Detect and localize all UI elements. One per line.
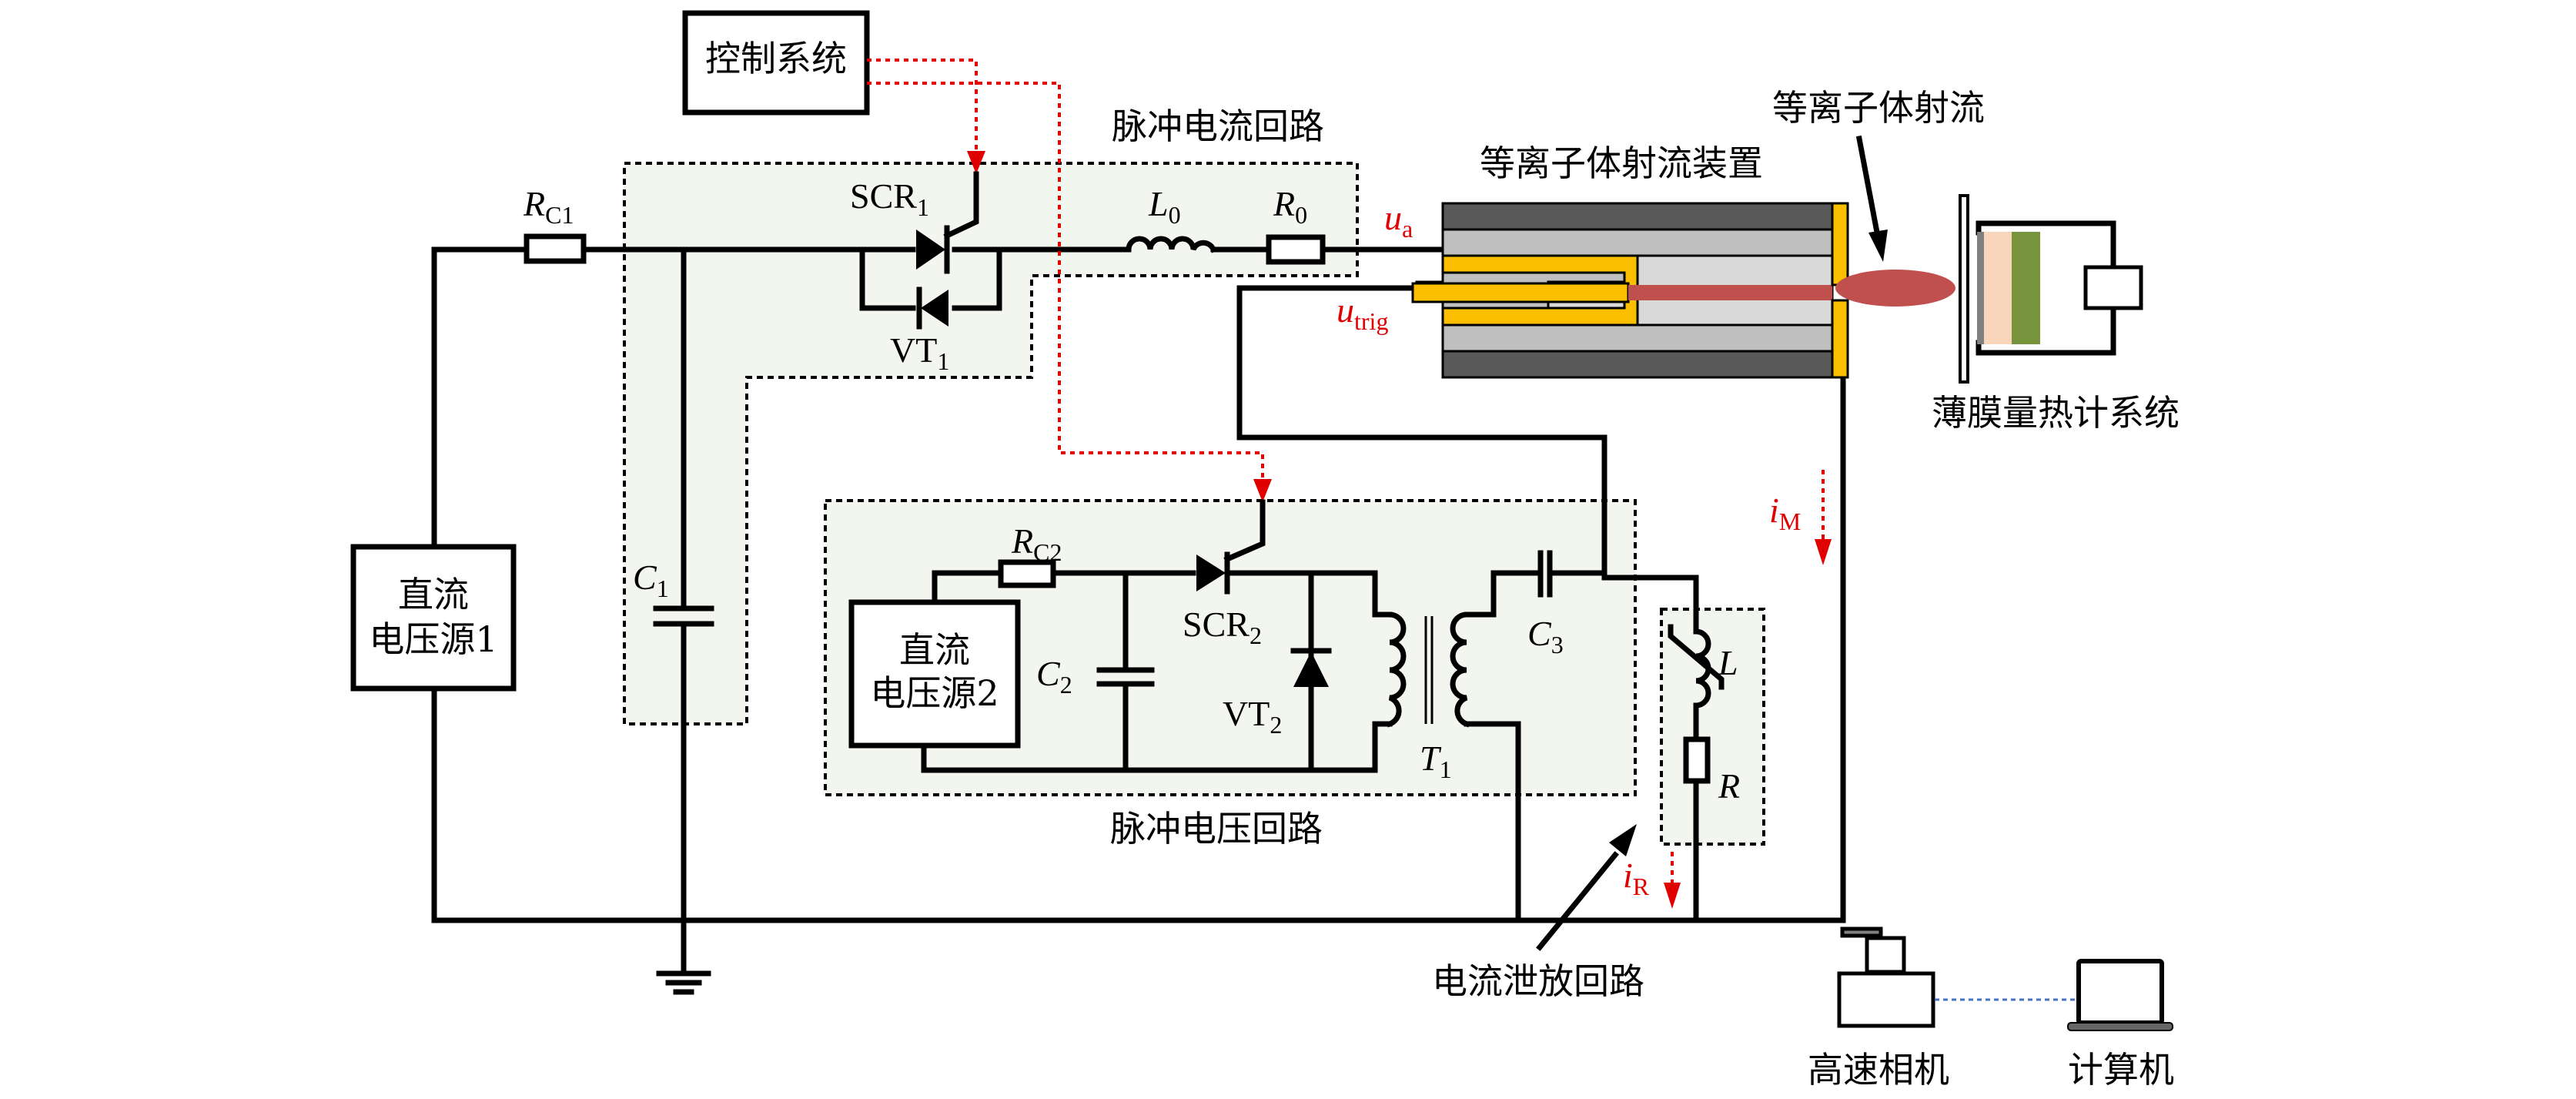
wires (431, 246, 1846, 975)
plasma-jet-pointer-arrow (1855, 135, 1888, 262)
control-arrow-scr2 (1253, 479, 1272, 502)
capacitor-c3 (1537, 550, 1553, 598)
current-bleed-pointer-arrow (1536, 824, 1637, 951)
label-c2: C2 (1036, 654, 1072, 699)
thyristor-scr1 (916, 171, 979, 274)
dc-source-2-label-line1: 直流 (899, 629, 970, 671)
high-speed-camera-label: 高速相机 (1808, 1049, 1949, 1091)
label-ir: iR (1623, 856, 1650, 900)
computer-icon (2067, 959, 2173, 1031)
label-vt2: VT2 (1223, 694, 1282, 739)
label-utrig: utrig (1337, 290, 1388, 335)
dc-source-2-label-line2: 电压源2 (870, 672, 999, 714)
control-line-scr2 (867, 82, 1264, 485)
label-rc1: RC1 (523, 184, 574, 229)
label-rc2: RC2 (1011, 521, 1062, 566)
capacitor-c1 (653, 605, 714, 627)
im-arrowhead (1815, 539, 1832, 565)
label-im: iM (1769, 491, 1801, 535)
pulse-current-loop-region (623, 162, 1359, 725)
current-bleed-loop-label: 电流泄放回路 (1432, 960, 1644, 1002)
label-scr2: SCR2 (1183, 605, 1262, 649)
plasma-jet-label: 等离子体射流 (1772, 87, 1985, 129)
pulse-voltage-loop-label: 脉冲电压回路 (1110, 808, 1323, 849)
label-r0: R0 (1273, 184, 1307, 229)
current-bleed-loop-region (1660, 608, 1765, 846)
control-arrow-scr1 (967, 151, 985, 174)
dc-source-1-label-line1: 直流 (398, 574, 469, 615)
plasma-plume (1835, 270, 1955, 307)
thin-film-calorimeter-label: 薄膜量热计系统 (1932, 392, 2180, 434)
capacitor-c2 (1096, 667, 1155, 687)
label-l0: L0 (1148, 184, 1181, 229)
dc-source-2-box (848, 599, 1021, 749)
plasma-jet-device-label: 等离子体射流装置 (1480, 142, 1763, 184)
high-speed-camera-icon (1837, 926, 1935, 1028)
ground-symbol (656, 970, 711, 995)
computer-label: 计算机 (2068, 1049, 2174, 1091)
diode-vt1 (916, 286, 948, 330)
transformer-t1 (1386, 611, 1470, 728)
saturable-inductor-l (1668, 624, 1725, 709)
control-system-box (682, 10, 870, 116)
resistor-r (1683, 736, 1711, 784)
ir-arrowhead (1664, 883, 1681, 909)
resistor-rc1 (524, 233, 587, 264)
inductor-l0 (1126, 236, 1217, 253)
dc-source-1-box (350, 544, 517, 692)
resistor-rc2 (998, 559, 1056, 588)
diode-vt2 (1290, 648, 1332, 687)
dc-source-1-label-line2: 电压源1 (369, 618, 497, 660)
pulse-current-loop-label: 脉冲电流回路 (1112, 106, 1324, 147)
control-line-scr1 (867, 59, 978, 160)
thin-film-calorimeter (1959, 194, 2143, 384)
resistor-r0 (1266, 234, 1326, 265)
label-c1: C1 (633, 558, 669, 602)
label-scr1: SCR1 (850, 176, 929, 221)
label-vt1: VT1 (890, 330, 949, 375)
label-r: R (1718, 766, 1740, 806)
label-t1: T1 (1420, 739, 1452, 783)
plasma-jet-device (1411, 202, 1849, 379)
label-l: L (1718, 643, 1738, 682)
label-c3: C3 (1527, 614, 1564, 658)
thyristor-scr2 (1196, 499, 1266, 595)
control-system-label: 控制系统 (705, 38, 847, 79)
label-ua: ua (1384, 198, 1413, 243)
